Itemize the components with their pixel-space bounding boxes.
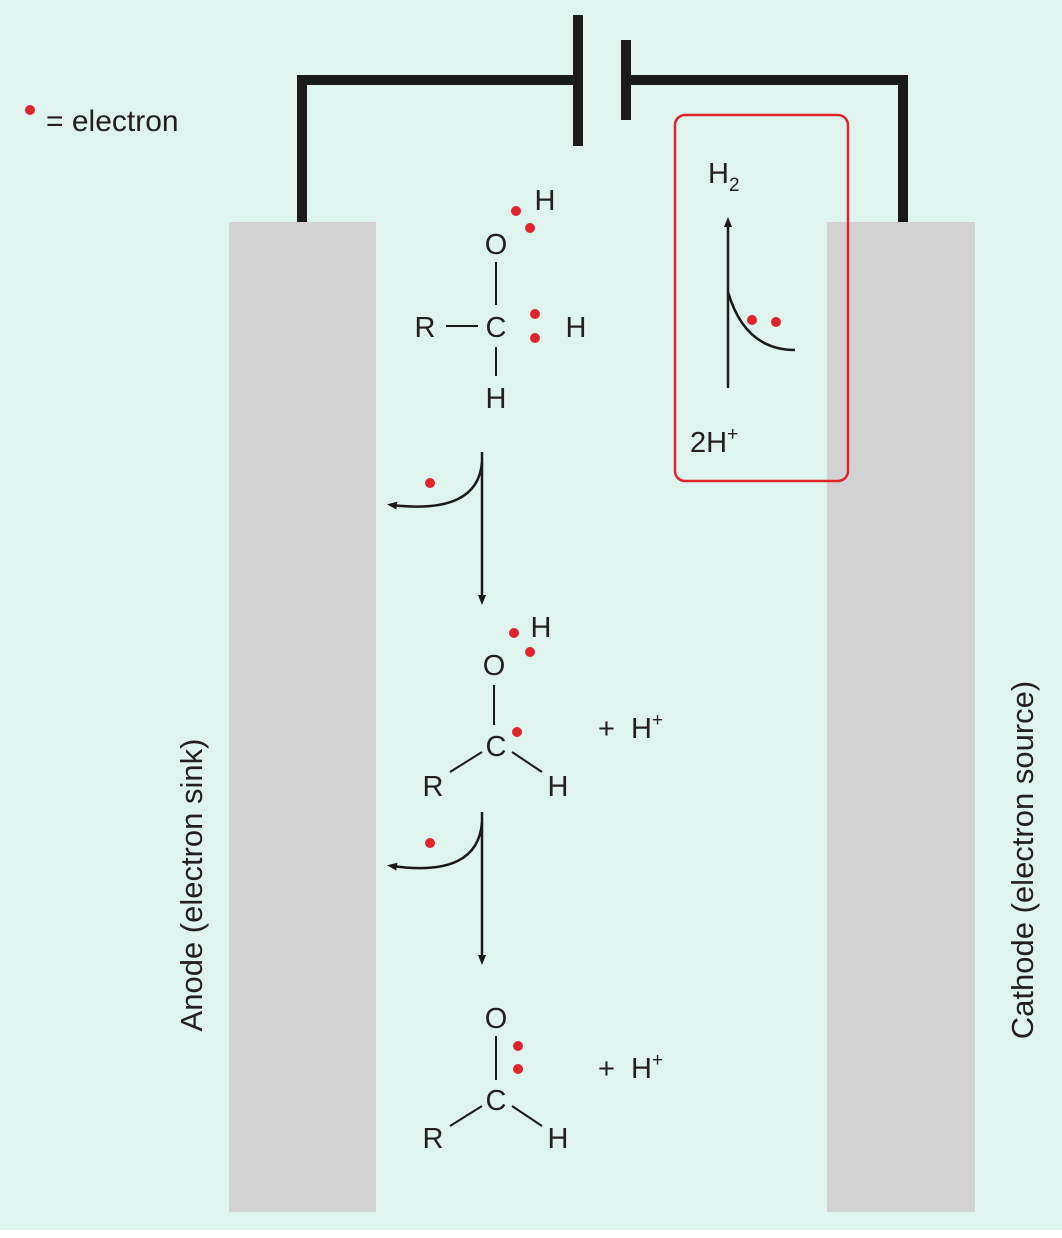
molecule-radical: O H C R H + H+ bbox=[423, 612, 664, 803]
atom-h-hydroxyl: H bbox=[535, 185, 556, 217]
electron-dot bbox=[747, 315, 757, 325]
h-plus-reactant: 2H+ bbox=[690, 424, 738, 459]
electron-dot bbox=[509, 628, 519, 638]
atom-r: R bbox=[423, 771, 444, 803]
atom-c: C bbox=[486, 731, 507, 763]
electron-release-curve bbox=[387, 461, 484, 510]
legend-electron-dot bbox=[25, 105, 35, 115]
cathode-label: Cathode (electron source) bbox=[1005, 681, 1040, 1039]
atom-c: C bbox=[486, 312, 507, 344]
electron-dot bbox=[513, 1064, 523, 1074]
electron-dot bbox=[511, 206, 521, 216]
molecule-aldehyde: O C R H + H+ bbox=[423, 1003, 664, 1155]
electron-dot bbox=[513, 1041, 523, 1051]
electron-dot bbox=[425, 838, 435, 848]
atom-c: C bbox=[486, 1085, 507, 1117]
electron-dot bbox=[525, 647, 535, 657]
cathode-electron-curve bbox=[726, 291, 796, 352]
oxidation-step-1 bbox=[387, 452, 486, 605]
bond-c-r bbox=[449, 751, 483, 773]
legend-label: = electron bbox=[46, 105, 179, 138]
atom-r: R bbox=[423, 1123, 444, 1155]
atom-h-hydroxyl: H bbox=[531, 612, 552, 644]
electron-dot bbox=[771, 317, 781, 327]
electron-release-curve bbox=[387, 821, 484, 871]
atom-o: O bbox=[485, 1003, 508, 1035]
molecule-alcohol: O H R C H H bbox=[415, 185, 587, 415]
h2-product: H2 bbox=[708, 158, 740, 196]
bond-c-r bbox=[449, 1105, 483, 1127]
electron-dot bbox=[530, 333, 540, 343]
anode-label: Anode (electron sink) bbox=[174, 739, 209, 1032]
atom-o: O bbox=[483, 650, 506, 682]
electron-dot bbox=[512, 727, 522, 737]
anode-electrode bbox=[229, 222, 376, 1212]
electron-dot bbox=[530, 309, 540, 319]
atom-h-right: H bbox=[566, 312, 587, 344]
atom-h: H bbox=[548, 771, 569, 803]
atom-r: R bbox=[415, 312, 436, 344]
battery-icon bbox=[573, 15, 631, 146]
cathode-electrode bbox=[827, 222, 975, 1212]
atom-h-bottom: H bbox=[486, 383, 507, 415]
atom-h: H bbox=[548, 1123, 569, 1155]
atom-o: O bbox=[485, 229, 508, 261]
oxidation-step-2 bbox=[387, 812, 486, 965]
cathode-reaction-box bbox=[673, 113, 850, 483]
bond-c-h bbox=[511, 751, 543, 773]
bond-c-h bbox=[511, 1105, 543, 1127]
proton-byproduct: + H+ bbox=[598, 1050, 663, 1085]
circuit-wire bbox=[297, 75, 908, 222]
electron-dot bbox=[525, 223, 535, 233]
electron-dot bbox=[425, 478, 435, 488]
proton-byproduct: + H+ bbox=[598, 710, 663, 745]
